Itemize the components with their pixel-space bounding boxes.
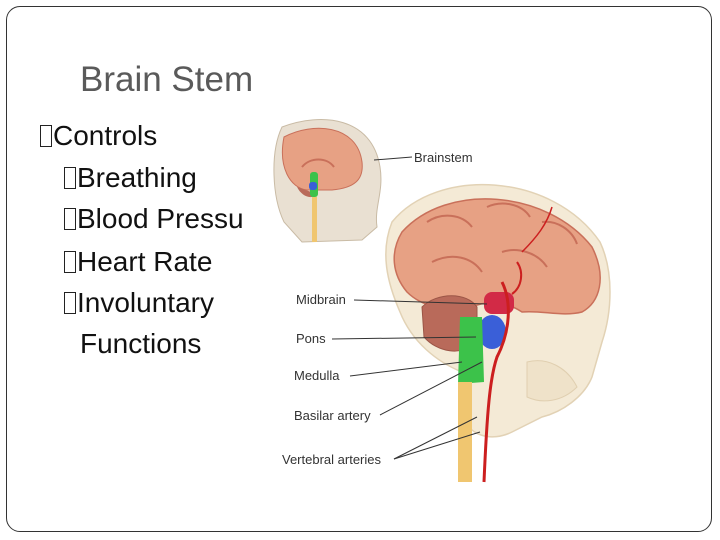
label-pons: Pons <box>296 331 326 346</box>
label-basilar-artery: Basilar artery <box>294 408 371 423</box>
label-medulla: Medulla <box>294 368 340 383</box>
label-vertebral-arteries: Vertebral arteries <box>282 452 381 467</box>
inset-head <box>273 119 382 243</box>
label-midbrain: Midbrain <box>296 292 346 307</box>
label-brainstem: Brainstem <box>414 150 473 165</box>
brain-stem-illustration: Brainstem Midbrain Pons Medulla Basilar … <box>273 119 611 483</box>
slide-title: Brain Stem <box>80 60 254 99</box>
label-leaders <box>331 156 488 460</box>
brainstem-structure <box>458 206 553 483</box>
